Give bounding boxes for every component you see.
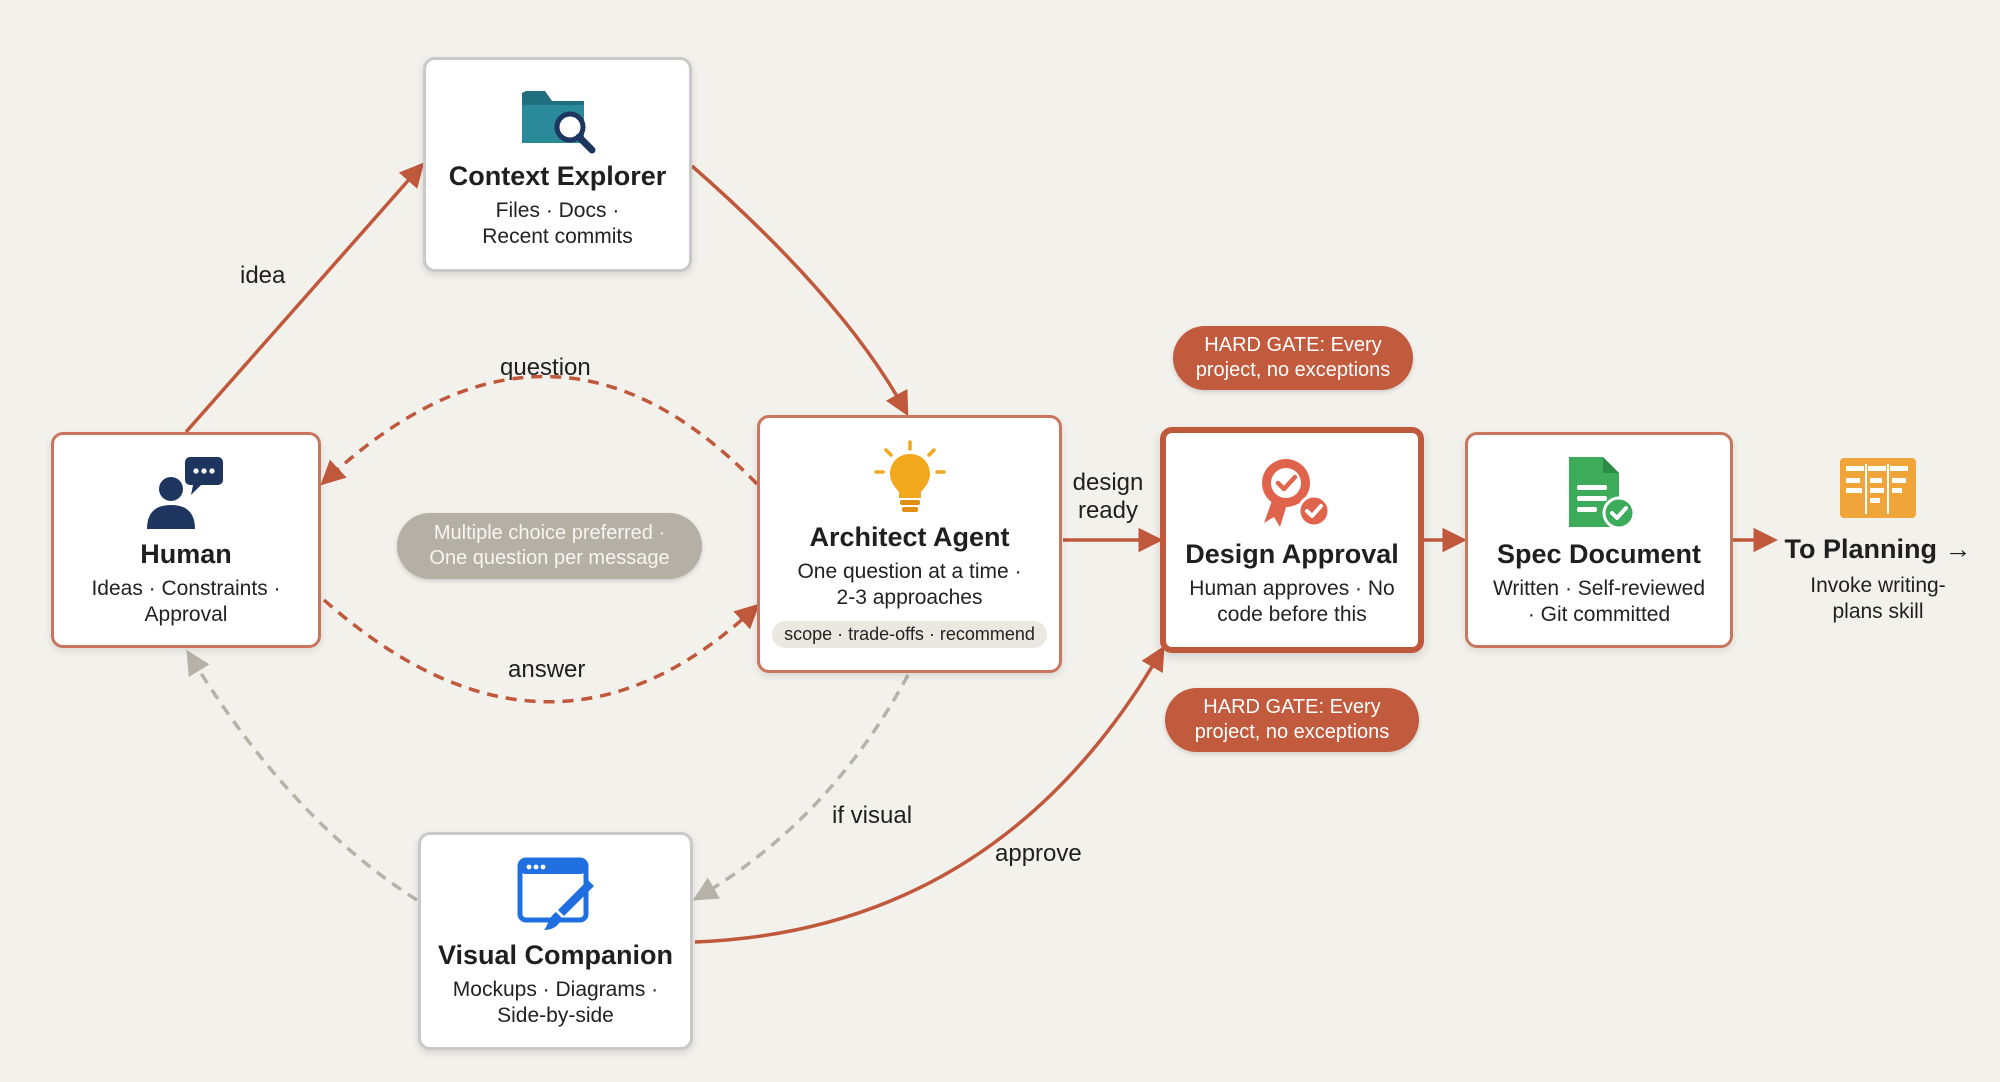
edge-visual-to-human xyxy=(186,649,418,902)
choice-note-line1: Multiple choice preferred · xyxy=(433,522,666,544)
architect-tag: scope · trade-offs · recommend xyxy=(772,621,1047,648)
architect-agent-node[interactable]: Architect Agent One question at a time ·… xyxy=(757,415,1062,673)
document-check-icon xyxy=(1569,456,1636,529)
to-planning-subtitle: Invoke writing- plans skill xyxy=(1780,573,1976,625)
spec-document-subtitle: Written · Self-reviewed · Git committed xyxy=(1493,576,1705,628)
choice-note-line2: One question per message xyxy=(429,547,670,569)
visual-companion-node[interactable]: Visual Companion Mockups · Diagrams · Si… xyxy=(418,832,693,1050)
human-title: Human xyxy=(140,538,232,569)
architect-agent-subtitle: One question at a time · 2-3 approaches xyxy=(797,559,1021,611)
edge-label-question: question xyxy=(500,354,591,381)
visual-companion-subtitle: Mockups · Diagrams · Side-by-side xyxy=(453,977,658,1029)
folder-search-icon xyxy=(521,91,595,154)
edge-label-if-visual: if visual xyxy=(832,802,913,829)
spec-document-node[interactable]: Spec Document Written · Self-reviewed · … xyxy=(1465,432,1733,648)
hard-gate-bottom-pill: HARD GATE: Every project, no exceptions xyxy=(1165,688,1419,752)
architect-sub-line1: One question at a time · xyxy=(797,560,1022,583)
lightbulb-icon xyxy=(873,440,946,512)
person-chat-icon xyxy=(147,456,223,529)
edge-label-design-ready: design ready xyxy=(1068,469,1148,525)
context-explorer-title: Context Explorer xyxy=(448,161,667,191)
planning-board-icon xyxy=(1840,458,1916,518)
spec-sub-line2: · Git committed xyxy=(1527,602,1671,626)
window-brush-icon xyxy=(517,857,594,930)
edge-if-visual xyxy=(692,674,910,901)
human-subtitle: Ideas · Constraints · Approval xyxy=(91,576,280,628)
design-approval-node[interactable]: Design Approval Human approves · No code… xyxy=(1160,427,1424,653)
edge-context-to-architect xyxy=(690,164,909,417)
edge-label-design: design xyxy=(1072,469,1144,496)
design-approval-title: Design Approval xyxy=(1185,538,1399,569)
visual-sub-line2: Side-by-side xyxy=(497,1003,614,1027)
to-planning-node[interactable]: To Planning → Invoke writing- plans skil… xyxy=(1780,456,1976,625)
hard-gate-bottom-line2: project, no exceptions xyxy=(1194,721,1390,743)
visual-sub-line1: Mockups · Diagrams · xyxy=(452,977,659,1001)
to-planning-title: To Planning → xyxy=(1784,534,1972,564)
design-approval-sub-line1: Human approves · No xyxy=(1189,576,1395,600)
architect-sub-line2: 2-3 approaches xyxy=(836,586,983,609)
edge-idea xyxy=(184,162,425,434)
spec-sub-line1: Written · Self-reviewed xyxy=(1492,576,1705,600)
edge-approve xyxy=(694,645,1165,944)
award-badge-icon xyxy=(1262,458,1331,527)
context-explorer-sub-line1: Files · Docs · xyxy=(495,199,620,222)
hard-gate-top-line1: HARD GATE: Every xyxy=(1204,334,1382,356)
design-approval-subtitle: Human approves · No code before this xyxy=(1189,576,1394,628)
design-approval-sub-line2: code before this xyxy=(1217,602,1367,626)
edge-label-idea: idea xyxy=(240,262,286,289)
hard-gate-bottom-line1: HARD GATE: Every xyxy=(1203,696,1381,718)
edge-label-answer: answer xyxy=(508,656,586,683)
human-sub-line1: Ideas · Constraints · xyxy=(91,576,281,600)
human-sub-line2: Approval xyxy=(144,602,228,626)
edge-label-ready: ready xyxy=(1077,497,1139,524)
context-explorer-subtitle: Files · Docs · Recent commits xyxy=(482,198,633,250)
hard-gate-top-line2: project, no exceptions xyxy=(1195,359,1391,381)
edge-label-approve: approve xyxy=(995,840,1082,867)
to-planning-sub-line1: Invoke writing- xyxy=(1810,574,1946,597)
architect-agent-title: Architect Agent xyxy=(809,522,1010,552)
edge-question xyxy=(320,374,759,486)
multiple-choice-note-pill: Multiple choice preferred · One question… xyxy=(397,513,702,579)
spec-document-title: Spec Document xyxy=(1496,538,1702,569)
visual-companion-title: Visual Companion xyxy=(437,939,674,970)
edge-answer xyxy=(322,598,760,704)
context-explorer-sub-line2: Recent commits xyxy=(482,225,633,248)
hard-gate-top-pill: HARD GATE: Every project, no exceptions xyxy=(1173,326,1413,390)
human-node[interactable]: Human Ideas · Constraints · Approval xyxy=(51,432,321,648)
context-explorer-node[interactable]: Context Explorer Files · Docs · Recent c… xyxy=(423,57,692,272)
to-planning-sub-line2: plans skill xyxy=(1832,600,1924,623)
